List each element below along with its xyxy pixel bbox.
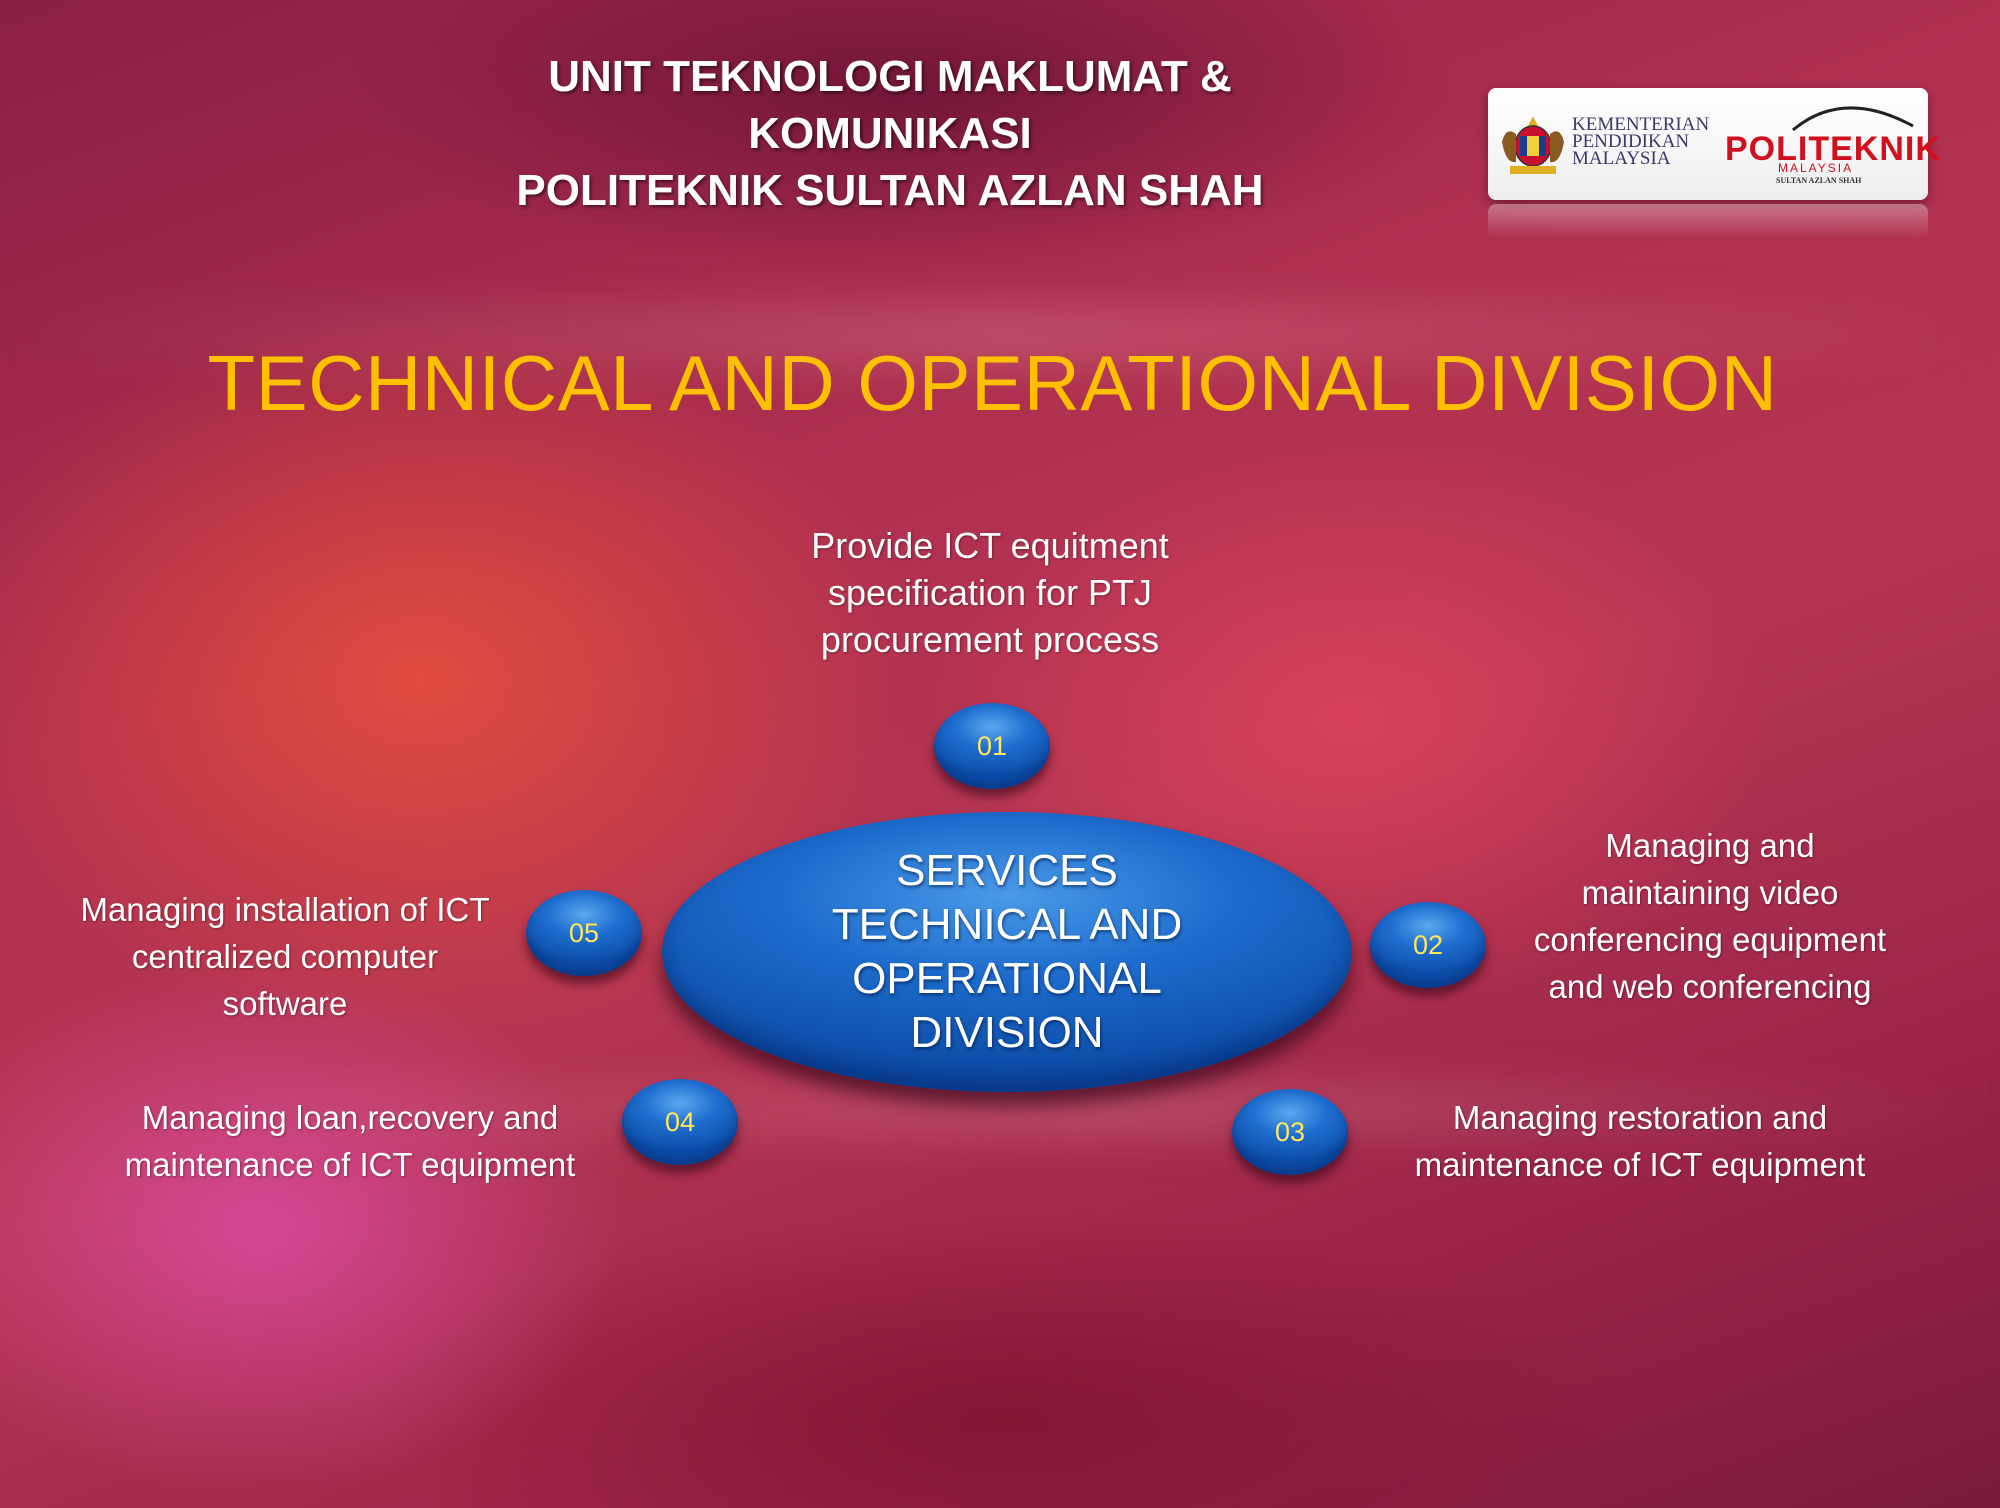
item-05-text: Managing installation of ICT centralized… [80,891,490,1022]
page-title: TECHNICAL AND OPERATIONAL DIVISION [207,339,1778,427]
item-02-text: Managing and maintaining video conferenc… [1533,827,1887,1005]
item-01-bubble: 01 [934,703,1050,789]
ministry-name: KEMENTERIAN PENDIDIKAN MALAYSIA [1572,114,1710,169]
item-03-bubble: 03 [1232,1089,1348,1175]
logo-reflection [1488,204,1928,238]
politeknik-swoosh-icon [1792,106,1914,132]
politeknik-logo-campus: SULTAN AZLAN SHAH [1776,176,1862,185]
center-label: SERVICES TECHNICAL AND OPERATIONAL DIVIS… [831,846,1183,1057]
malaysia-crest-icon [1502,116,1564,174]
item-05-bubble: 05 [526,890,642,976]
item-04-text: Managing loan,recovery and maintenance o… [124,1099,576,1183]
center-ellipse [662,812,1352,1092]
item-02-bubble: 02 [1370,902,1486,988]
header-line-3: POLITEKNIK SULTAN AZLAN SHAH [516,166,1264,215]
item-01-text: Provide ICT equitment specification for … [811,525,1169,660]
logo-panel: KEMENTERIAN PENDIDIKAN MALAYSIA POLITEKN… [1488,88,1940,200]
politeknik-logo-subtext: MALAYSIA [1778,161,1854,175]
item-04-bubble: 04 [622,1079,738,1165]
item-03-text: Managing restoration and maintenance of … [1414,1099,1866,1183]
politeknik-logo-text: POLITEKNIK [1725,130,1941,168]
header-line-2: KOMUNIKASI [748,109,1032,158]
organization-header: UNIT TEKNOLOGI MAKLUMAT & KOMUNIKASI POL… [480,48,1300,219]
header-line-1: UNIT TEKNOLOGI MAKLUMAT & [548,52,1232,101]
